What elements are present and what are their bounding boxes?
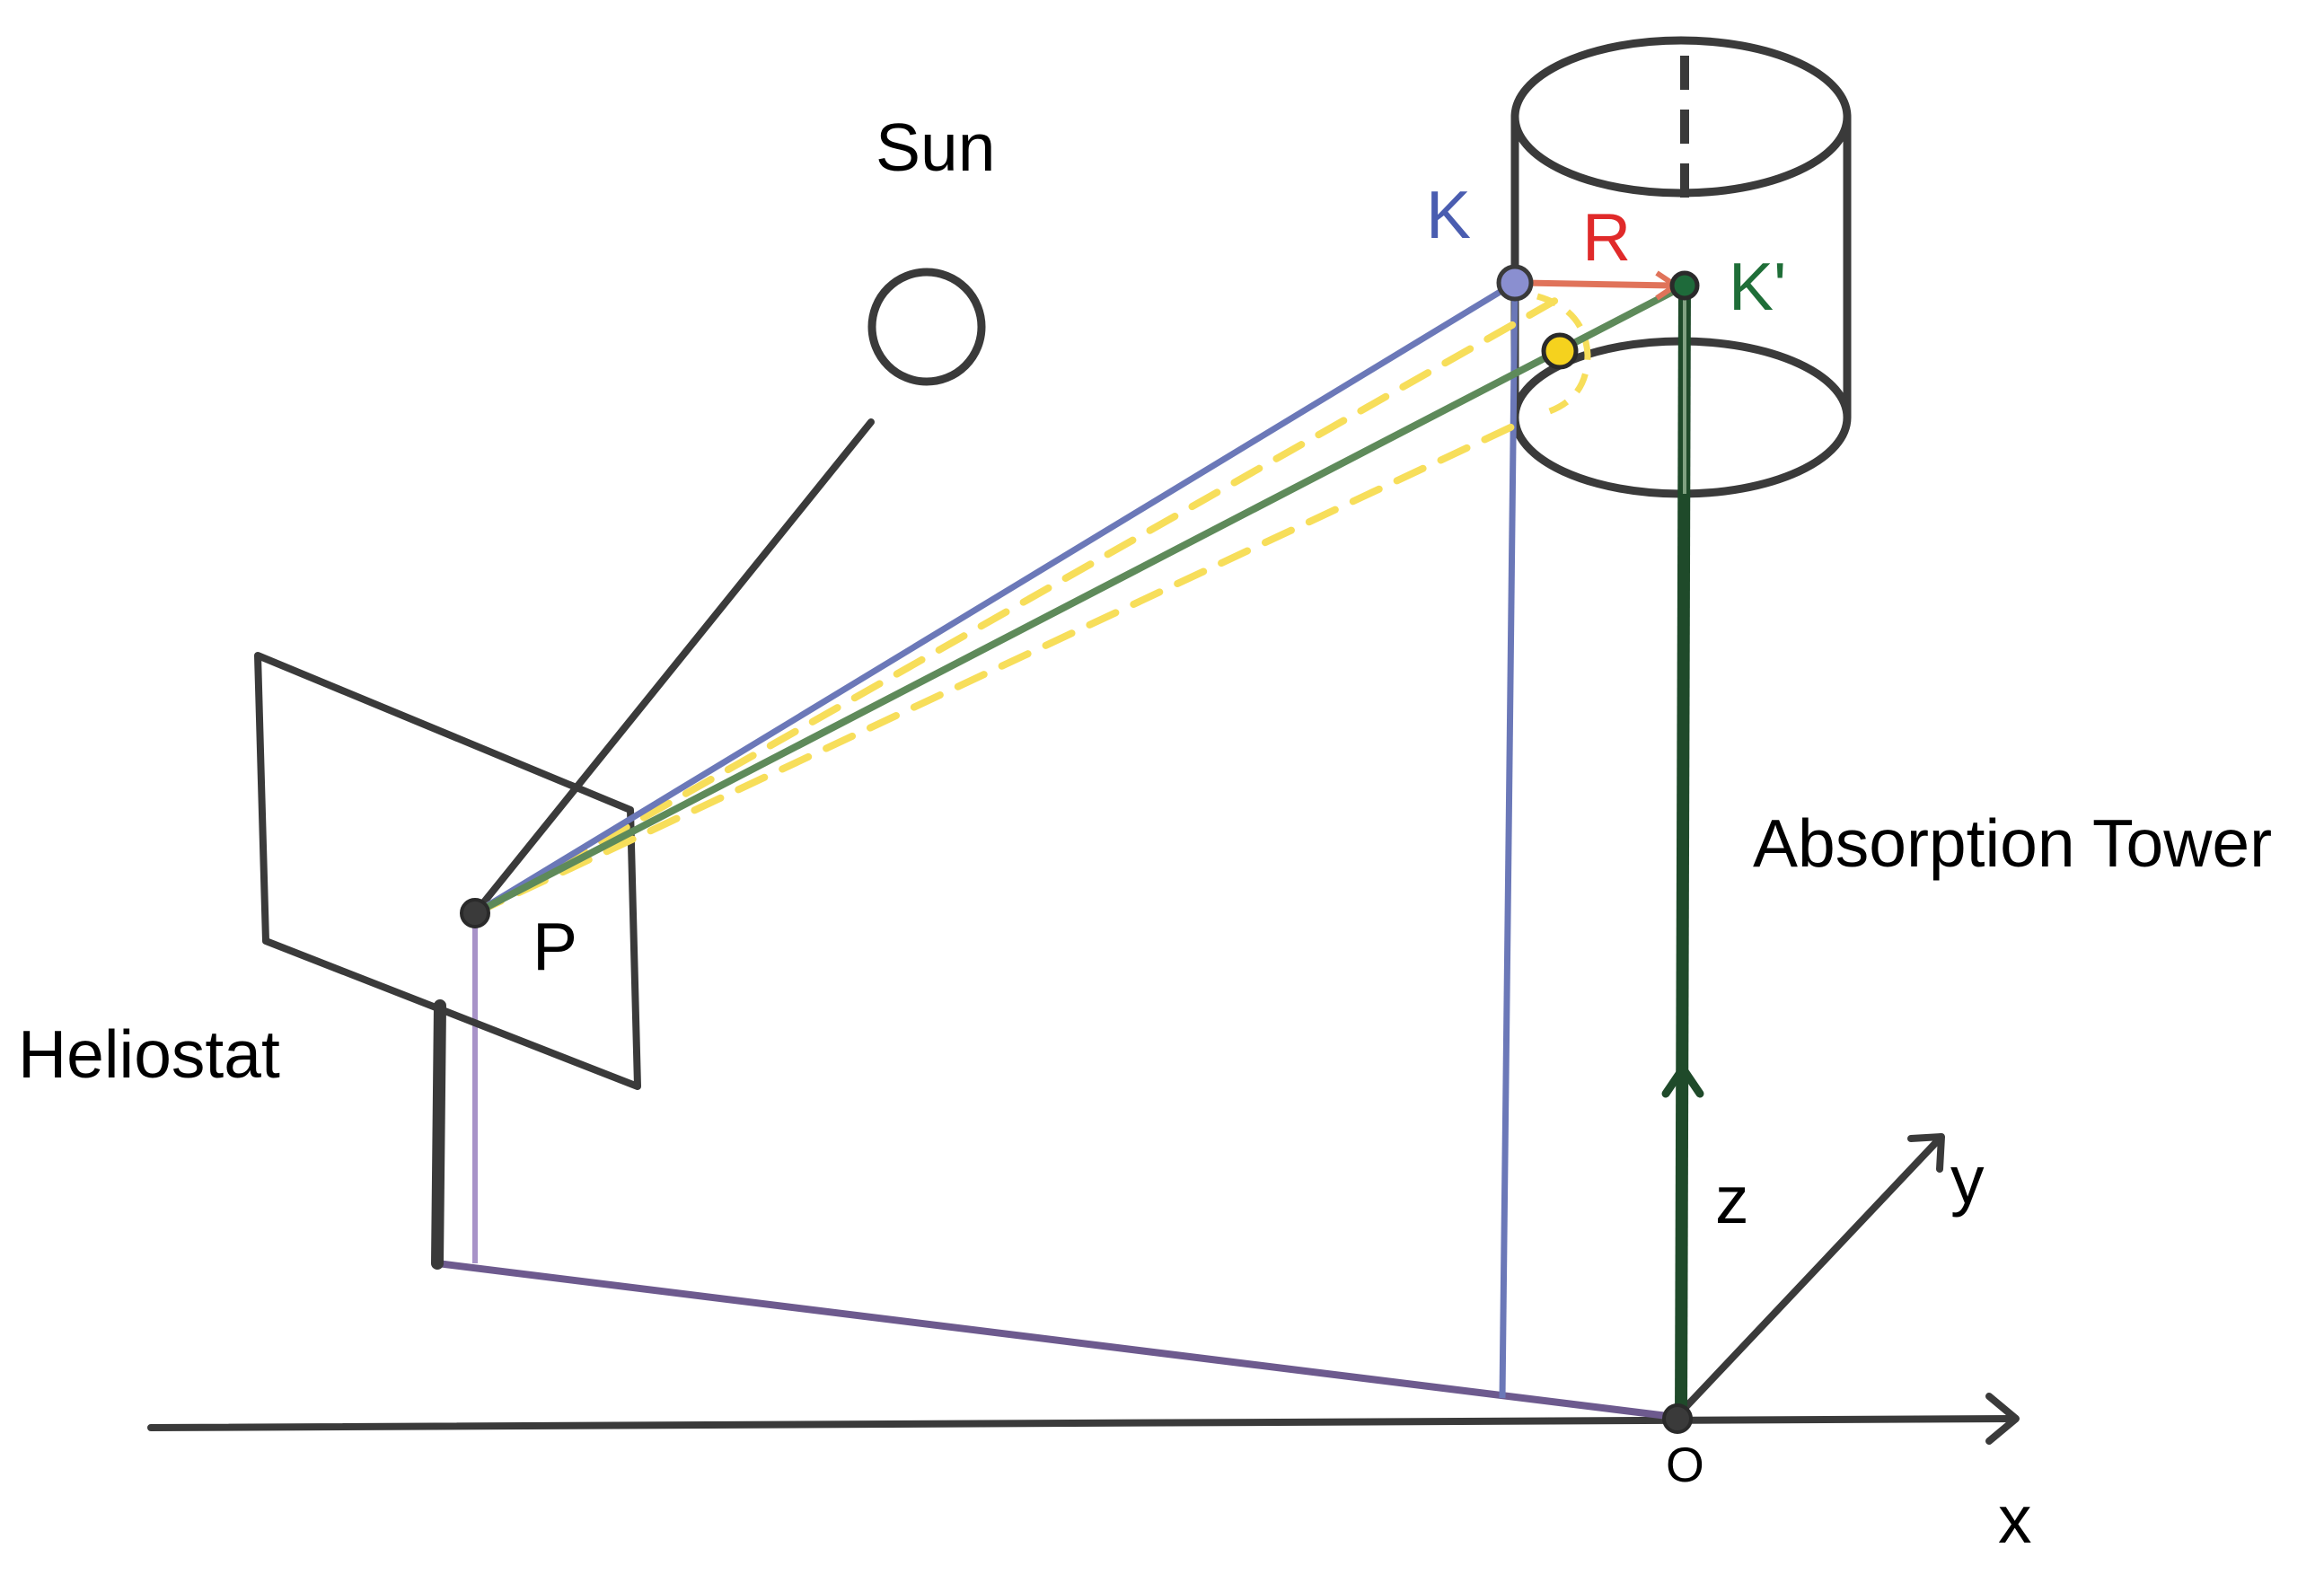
point-p-label: P — [533, 909, 577, 984]
radius-label: R — [1582, 199, 1631, 275]
ray-p-to-k-prime — [471, 282, 1688, 917]
heliostat-post — [431, 999, 446, 1270]
ground-line — [147, 1415, 2015, 1431]
sun-label: Sun — [876, 110, 995, 185]
y-axis-arrowhead — [1907, 1133, 1945, 1173]
aim-point — [1541, 332, 1579, 370]
radius-line — [1523, 279, 1673, 289]
y-axis-label: y — [1950, 1142, 1985, 1218]
ray-p-to-k — [471, 279, 1519, 917]
aim-point-arc — [1536, 293, 1591, 417]
x-axis-arrowhead — [1985, 1393, 2020, 1445]
point-k-prime — [1669, 270, 1700, 301]
z-axis-label: z — [1715, 1162, 1749, 1237]
sun-ray — [471, 418, 875, 917]
heliostat-mirror — [254, 652, 641, 1090]
k-vertical-line — [1499, 282, 1519, 1399]
point-k-label: K — [1426, 177, 1471, 252]
absorption-tower-label: Absorption Tower — [1753, 805, 2272, 881]
y-axis-line — [1671, 1135, 1943, 1422]
point-k — [1496, 264, 1534, 302]
reflection-cone-lower — [471, 418, 1526, 917]
origin-point — [1662, 1403, 1693, 1434]
reflection-cone-upper — [471, 295, 1562, 917]
z-axis-arrowhead — [1661, 1064, 1704, 1098]
origin-label: O — [1666, 1437, 1704, 1492]
ground-projection-line — [434, 1260, 1678, 1420]
point-k-prime-label: K' — [1729, 249, 1786, 324]
x-axis-label: x — [1998, 1482, 2032, 1557]
sun-circle — [867, 268, 986, 386]
heliostat-label: Heliostat — [18, 1016, 280, 1092]
point-p — [460, 898, 490, 928]
